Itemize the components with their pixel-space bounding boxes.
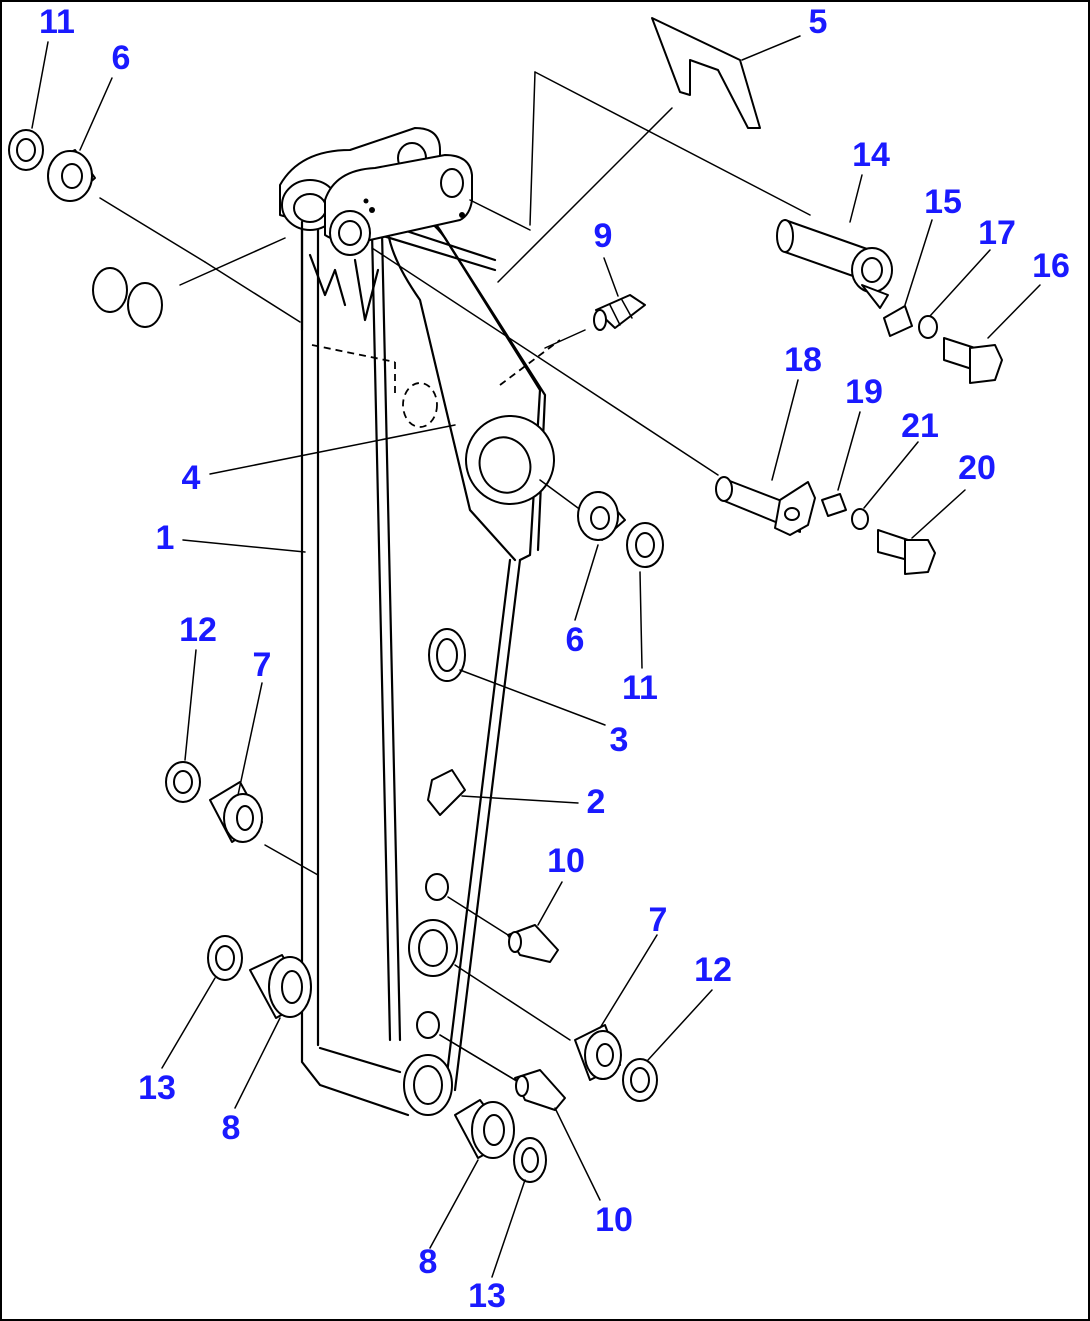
- part-9-fitting: [593, 294, 646, 331]
- callout-13-left: 13: [138, 1069, 176, 1107]
- callout-10-mid: 10: [547, 842, 585, 880]
- callout-6-top: 6: [112, 39, 131, 77]
- callout-19: 19: [845, 373, 883, 411]
- part-8-left-bushing: [249, 954, 312, 1019]
- callout-3: 3: [610, 721, 629, 759]
- part-7-right-bushing: [574, 1024, 622, 1081]
- callout-labels: 1165141517169181921204161112732107121381…: [39, 3, 1070, 1315]
- part-6-top-bushing: [47, 149, 96, 202]
- callout-6-mid: 6: [566, 621, 585, 659]
- callout-14: 14: [852, 136, 890, 174]
- part-8-bottom-bushing: [454, 1099, 515, 1159]
- part-13-bottom-seal: [513, 1137, 547, 1183]
- callout-9: 9: [594, 217, 613, 255]
- leader-lines: [31, 35, 1041, 1278]
- callout-7-left: 7: [253, 646, 272, 684]
- part-19-spacer: [821, 493, 847, 517]
- part-13-left-seal: [207, 935, 243, 981]
- callout-17: 17: [978, 214, 1016, 252]
- part-15-washer: [883, 305, 913, 337]
- part-17-washer: [918, 315, 938, 339]
- callout-7-right: 7: [649, 901, 668, 939]
- part-11-mid-seal: [626, 522, 664, 568]
- arm-body: [300, 208, 561, 1117]
- callout-15: 15: [924, 183, 962, 221]
- part-2-plate: [427, 769, 466, 816]
- callout-10-bottom: 10: [595, 1201, 633, 1239]
- part-3-boss-plate: [428, 628, 466, 682]
- callout-12-right: 12: [694, 951, 732, 989]
- part-12-right-seal: [622, 1058, 658, 1102]
- callout-16: 16: [1032, 247, 1070, 285]
- callout-11-top: 11: [39, 3, 75, 41]
- part-12-left-seal: [165, 761, 201, 803]
- callout-8-left: 8: [222, 1109, 241, 1147]
- callout-11-mid: 11: [622, 669, 658, 707]
- callout-20: 20: [958, 449, 996, 487]
- callout-4: 4: [182, 459, 201, 497]
- callout-12-left: 12: [179, 611, 217, 649]
- part-11-top-seal: [8, 129, 44, 171]
- part-7-left-bushing: [209, 781, 263, 843]
- callout-2: 2: [587, 783, 606, 821]
- part-18-pin: [715, 476, 816, 536]
- callout-13-bottom: 13: [468, 1277, 506, 1315]
- part-6-mid-bushing: [577, 491, 626, 541]
- callout-1: 1: [156, 519, 175, 557]
- part-10-mid-fitting: [425, 873, 559, 963]
- arm-bottom-bosses: [403, 919, 458, 1116]
- callout-18: 18: [784, 341, 822, 379]
- snap-rings: [92, 267, 163, 328]
- callout-8-bottom: 8: [419, 1243, 438, 1281]
- part-21-washer: [851, 508, 869, 530]
- callout-21: 21: [901, 407, 939, 445]
- top-bosses: [279, 127, 473, 332]
- assembly-lines: [99, 71, 811, 1081]
- part-10-bottom-fitting: [416, 1011, 566, 1111]
- part-5-plate: [651, 17, 761, 129]
- part-16-bolt: [943, 337, 1003, 384]
- part-14-pin: [776, 219, 893, 309]
- callout-5: 5: [809, 3, 828, 41]
- part-20-bolt: [877, 529, 936, 575]
